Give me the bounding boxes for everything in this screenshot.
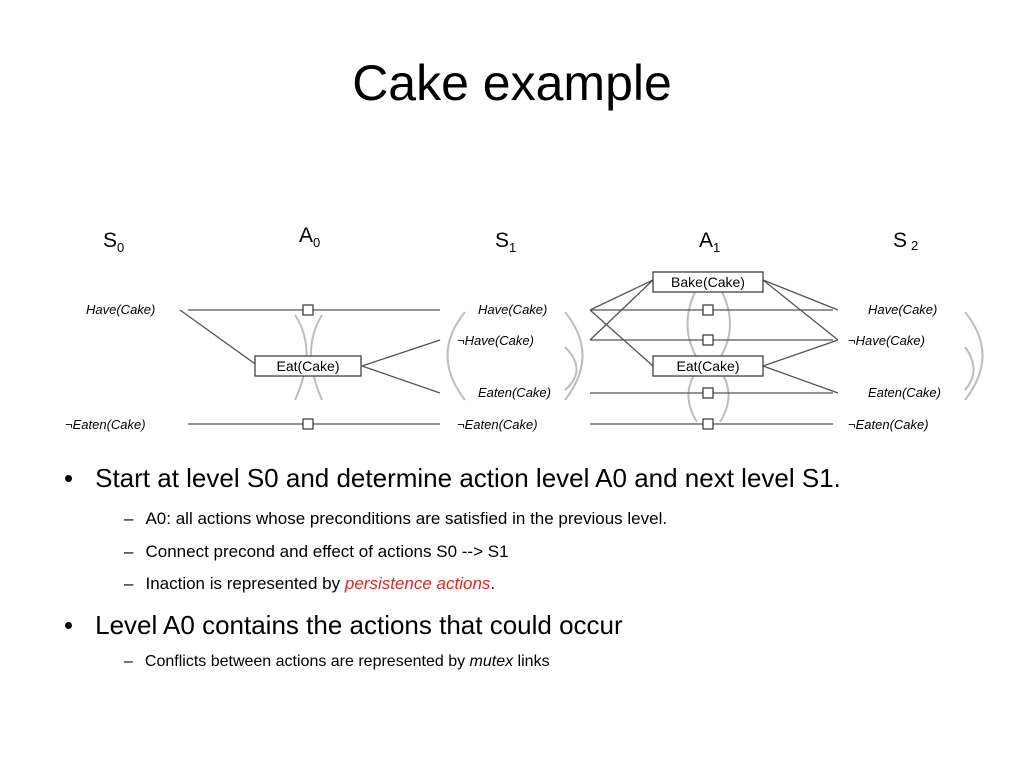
s1-have-cake: Have(Cake): [478, 302, 547, 317]
bullet-start-level: •Start at level S0 and determine action …: [64, 463, 841, 493]
persistence-actions: [302, 304, 714, 430]
s2-eaten-cake: Eaten(Cake): [868, 385, 941, 400]
s0-not-eaten-cake: ¬Eaten(Cake): [65, 417, 146, 432]
level-a0-label: A0: [299, 224, 320, 250]
level-a1-label: A1: [699, 229, 720, 255]
a0-eat-action: Eat(Cake): [254, 355, 362, 377]
level-s0-label: S0: [103, 229, 124, 255]
s2-not-have-cake: ¬Have(Cake): [848, 333, 925, 348]
a1-bake-action: Bake(Cake): [652, 271, 764, 293]
s1-not-have-cake: ¬Have(Cake): [457, 333, 534, 348]
subbullet-mutex: –Conflicts between actions are represent…: [124, 653, 550, 670]
a1-eat-action: Eat(Cake): [652, 355, 764, 377]
subbullet-a0-def: –A0: all actions whose preconditions are…: [124, 509, 668, 528]
svg-text:Bake(Cake): Bake(Cake): [671, 274, 745, 290]
level-s1-label: S1: [495, 229, 516, 255]
s1-eaten-cake: Eaten(Cake): [478, 385, 551, 400]
mutex-term: mutex: [469, 653, 514, 670]
slide-title: Cake example: [352, 55, 672, 111]
persistence-actions-term: persistence actions: [344, 574, 491, 593]
s1-not-eaten-cake: ¬Eaten(Cake): [457, 417, 538, 432]
subbullet-inaction: –Inaction is represented by persistence …: [124, 574, 496, 593]
svg-text:Eat(Cake): Eat(Cake): [676, 358, 739, 374]
subbullet-connect: –Connect precond and effect of actions S…: [124, 542, 509, 561]
s0-have-cake: Have(Cake): [86, 302, 155, 317]
mutex-links: [294, 287, 984, 423]
s2-not-eaten-cake: ¬Eaten(Cake): [848, 417, 929, 432]
s2-have-cake: Have(Cake): [868, 302, 937, 317]
bullet-level-a0: •Level A0 contains the actions that coul…: [64, 610, 623, 640]
svg-text:Eat(Cake): Eat(Cake): [276, 358, 339, 374]
